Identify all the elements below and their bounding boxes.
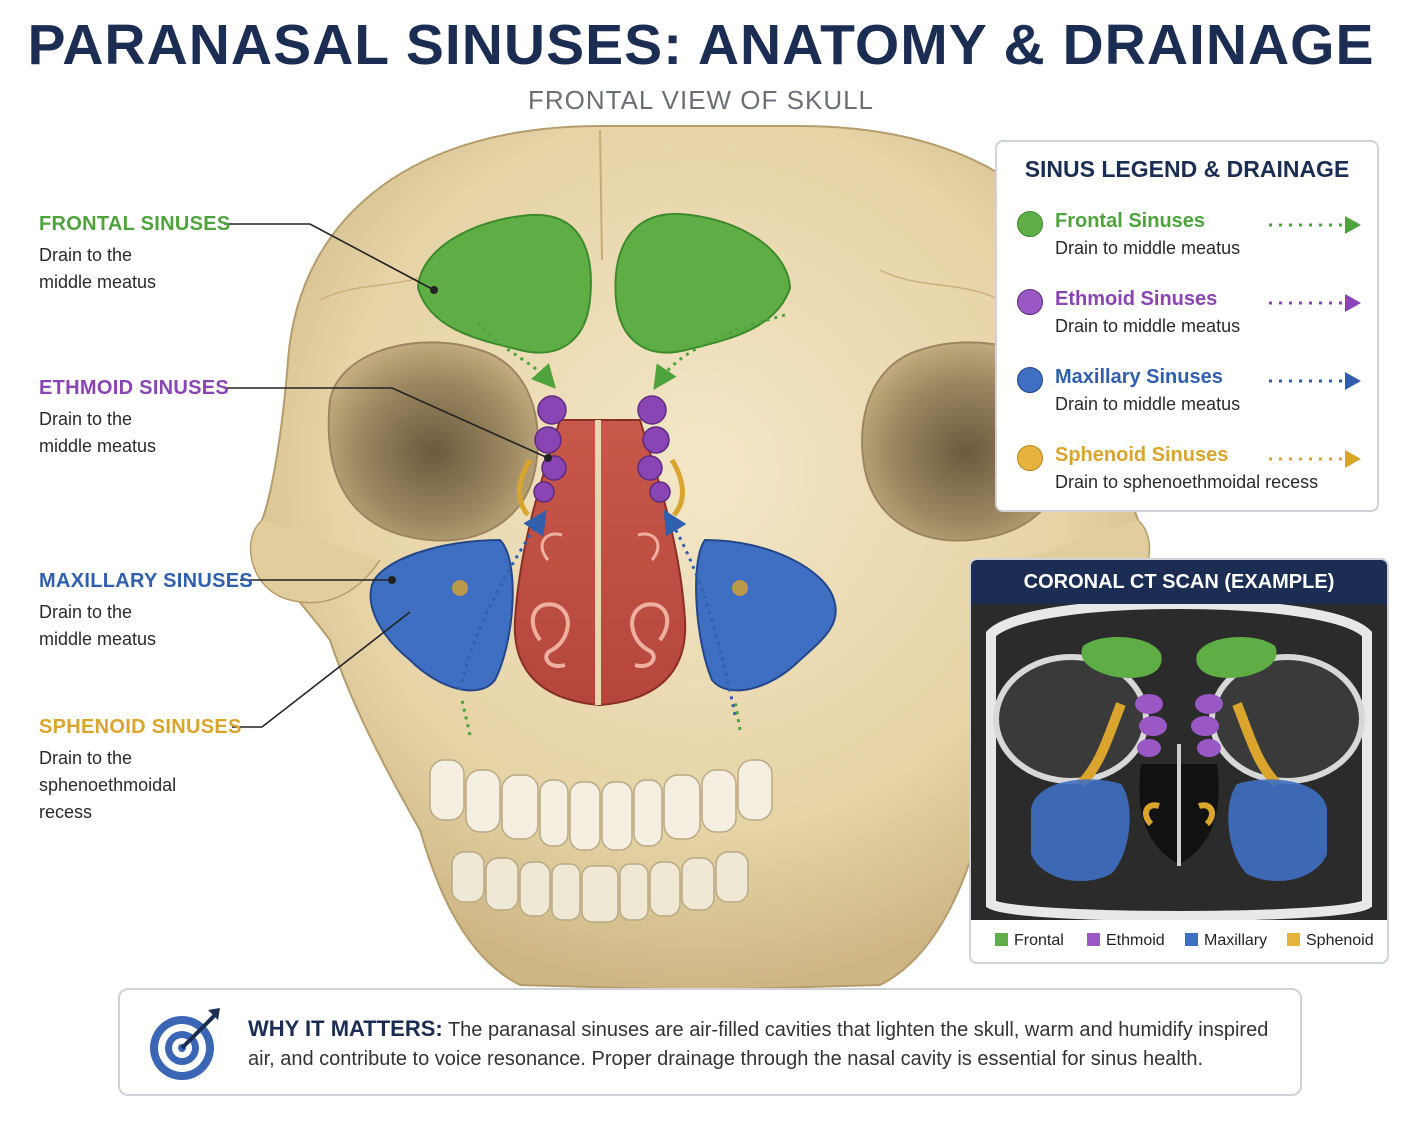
callout-ethmoid-name: ETHMOID SINUSES: [39, 377, 230, 399]
why-it-matters-label: WHY IT MATTERS:: [248, 1016, 443, 1041]
legend-item-name: Ethmoid Sinuses: [1055, 288, 1218, 310]
ct-legend-sphenoid: Sphenoid: [1287, 932, 1374, 954]
ethmoid-sinuses-right: [637, 395, 671, 503]
ct-legend-frontal: Frontal: [995, 932, 1064, 954]
callout-maxillary-name: MAXILLARY SINUSES: [39, 570, 254, 592]
why-it-matters-text: WHY IT MATTERS: The paranasal sinuses ar…: [248, 1014, 1288, 1074]
upper-teeth: [429, 759, 773, 851]
legend-item-name: Frontal Sinuses: [1055, 210, 1206, 232]
frontal-swatch-icon: [995, 933, 1008, 946]
legend-item-desc: Drain to middle meatus: [1055, 394, 1241, 414]
ct-scan-title: CORONAL CT SCAN (EXAMPLE): [971, 560, 1387, 604]
legend-item-desc: Drain to middle meatus: [1055, 238, 1241, 258]
why-it-matters-body: The paranasal sinuses are air-filled cav…: [248, 1019, 1269, 1070]
callout-sphenoid-name: SPHENOID SINUSES: [39, 716, 242, 738]
callout-frontal: FRONTAL SINUSES Drain to the middle meat…: [39, 212, 239, 296]
target-icon: [150, 1008, 220, 1080]
maxillary-sinus-right: [695, 538, 837, 692]
frontal-sinus-left: [416, 213, 592, 354]
ct-legend-ethmoid: Ethmoid: [1087, 932, 1165, 954]
maxillary-dot-icon: [1017, 367, 1043, 393]
legend-title: SINUS LEGEND & DRAINAGE: [1024, 156, 1350, 182]
dotted-arrow-icon: [1269, 372, 1361, 390]
legend-item-maxillary: Maxillary Sinuses Drain to middle meatus: [1017, 366, 1361, 426]
callout-ethmoid-desc: Drain to the middle meatus: [39, 409, 157, 456]
legend-item-desc: Drain to sphenoethmoidal recess: [1055, 472, 1319, 492]
legend-item-desc: Drain to middle meatus: [1055, 316, 1241, 336]
maxillary-swatch-icon: [1185, 933, 1198, 946]
frontal-dot-icon: [1017, 211, 1043, 237]
ct-scan-panel: CORONAL CT SCAN (EXAMPLE) Frontal Ethmoi…: [969, 558, 1389, 964]
sphenoid-dot-icon: [1017, 445, 1043, 471]
legend-item-name: Sphenoid Sinuses: [1055, 444, 1229, 466]
legend-item-sphenoid: Sphenoid Sinuses Drain to sphenoethmoida…: [1017, 444, 1361, 504]
ct-scan-image: [971, 604, 1387, 920]
lower-teeth: [451, 851, 749, 923]
ethmoid-dot-icon: [1017, 289, 1043, 315]
legend-item-frontal: Frontal Sinuses Drain to middle meatus: [1017, 210, 1361, 270]
callout-maxillary-desc: Drain to the middle meatus: [39, 602, 157, 649]
why-it-matters-box: WHY IT MATTERS: The paranasal sinuses ar…: [118, 988, 1302, 1096]
callout-maxillary: MAXILLARY SINUSES Drain to the middle me…: [39, 569, 254, 653]
callout-sphenoid-desc: Drain to the sphenoethmoidal recess: [39, 748, 177, 822]
callout-ethmoid: ETHMOID SINUSES Drain to the middle meat…: [39, 376, 239, 460]
ct-legend-maxillary: Maxillary: [1185, 932, 1267, 954]
dotted-arrow-icon: [1269, 216, 1361, 234]
callout-frontal-desc: Drain to the middle meatus: [39, 245, 157, 292]
page-subtitle: FRONTAL VIEW OF SKULL: [527, 85, 875, 115]
callout-frontal-name: FRONTAL SINUSES: [39, 213, 231, 235]
ethmoid-swatch-icon: [1087, 933, 1100, 946]
callout-sphenoid: SPHENOID SINUSES Drain to the sphenoethm…: [39, 715, 242, 826]
maxillary-sinus-left: [369, 538, 514, 692]
legend-item-ethmoid: Ethmoid Sinuses Drain to middle meatus: [1017, 288, 1361, 348]
sphenoid-swatch-icon: [1287, 933, 1300, 946]
frontal-sinus-right: [614, 212, 792, 354]
page-title: PARANASAL SINUSES: ANATOMY & DRAINAGE: [27, 13, 1375, 77]
dotted-arrow-icon: [1269, 294, 1361, 312]
sinus-legend-panel: SINUS LEGEND & DRAINAGE Frontal Sinuses …: [995, 140, 1379, 512]
legend-item-name: Maxillary Sinuses: [1055, 366, 1223, 388]
ethmoid-sinuses-left: [533, 395, 567, 503]
dotted-arrow-icon: [1269, 450, 1361, 468]
